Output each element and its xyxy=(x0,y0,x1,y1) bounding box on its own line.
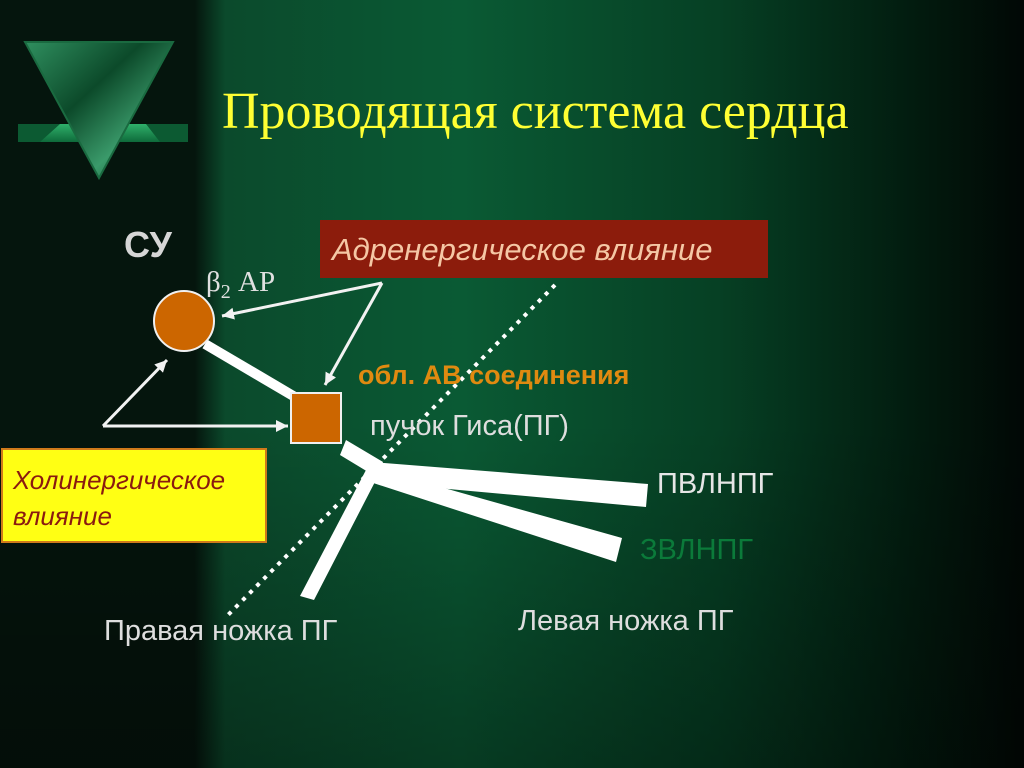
beta-suffix: АР xyxy=(230,266,276,298)
beta2-receptor-label: β2 АР xyxy=(206,266,275,304)
zvlnpg-path xyxy=(364,466,622,562)
right-leg-path xyxy=(300,470,378,600)
av-region-label: обл. АВ соединения xyxy=(358,360,630,390)
cholinergic-box: Холинергическое влияние xyxy=(1,448,267,543)
beta-subscript: 2 xyxy=(220,280,231,303)
pvlnpg-path xyxy=(372,462,648,507)
internodal-path xyxy=(202,339,298,402)
sinus-node-label: СУ xyxy=(124,224,172,265)
av-node xyxy=(290,392,342,444)
adrenergic-arrow-av xyxy=(323,282,384,386)
page-title: Проводящая система сердца xyxy=(222,83,849,140)
beta-symbol: β xyxy=(206,266,221,298)
zvlnpg-label: ЗВЛНПГ xyxy=(640,534,754,566)
adrenergic-arrow-su xyxy=(221,281,383,320)
pvlnpg-label: ПВЛНПГ xyxy=(657,468,774,500)
dotted-divider xyxy=(226,283,557,617)
left-leg-label: Левая ножка ПГ xyxy=(518,605,734,637)
adrenergic-box: Адренергическое влияние xyxy=(320,220,768,278)
right-leg-label: Правая ножка ПГ xyxy=(104,615,338,647)
triangle-logo xyxy=(18,41,188,181)
sinus-node xyxy=(153,290,215,352)
his-bundle-label: пучок Гиса(ПГ) xyxy=(370,410,569,442)
cholinergic-arrow-su xyxy=(101,358,169,428)
